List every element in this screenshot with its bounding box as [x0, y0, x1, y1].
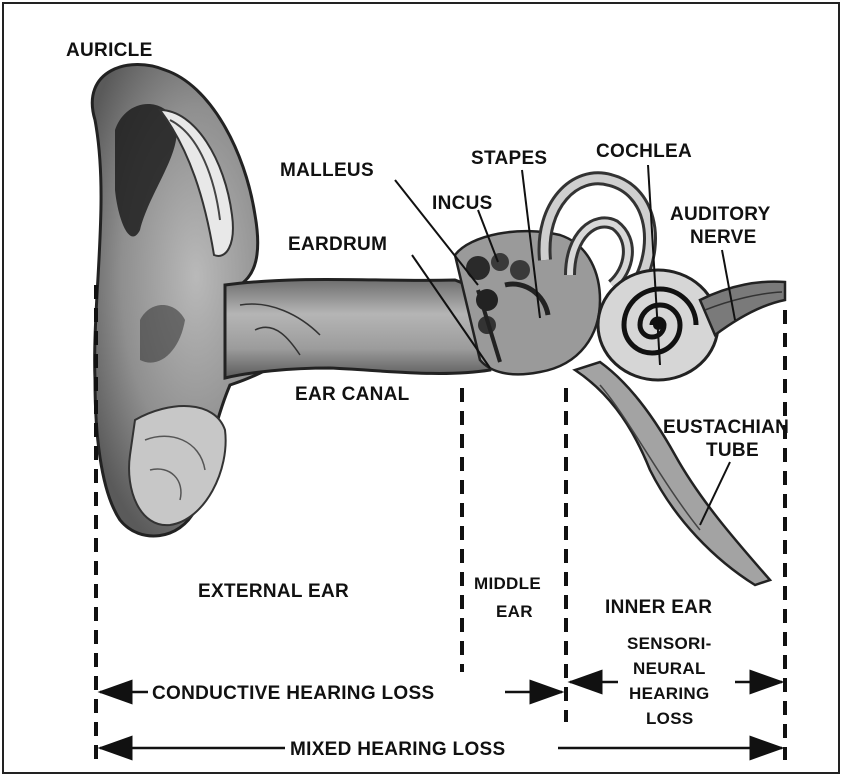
label-sensorineural-line3: HEARING: [629, 684, 710, 703]
label-sensorineural-line1: SENSORI-: [627, 634, 712, 653]
label-sensorineural-line4: LOSS: [646, 709, 694, 728]
label-auricle: AURICLE: [66, 40, 153, 61]
label-middle-ear-line1: MIDDLE: [474, 574, 541, 593]
label-eardrum: EARDRUM: [288, 234, 387, 255]
label-eustachian-line2: TUBE: [706, 440, 759, 461]
label-malleus: MALLEUS: [280, 160, 374, 181]
label-ear-canal: EAR CANAL: [295, 384, 410, 405]
ear-canal-shape: [225, 279, 495, 378]
auditory-nerve-shape: [700, 282, 785, 335]
label-stapes: STAPES: [471, 148, 547, 169]
eustachian-tube-shape: [575, 362, 770, 585]
label-external-ear: EXTERNAL EAR: [198, 581, 349, 602]
label-conductive-hearing-loss: CONDUCTIVE HEARING LOSS: [152, 683, 434, 704]
label-cochlea: COCHLEA: [596, 141, 692, 162]
label-middle-ear-line2: EAR: [496, 602, 533, 621]
label-auditory-line1: AUDITORY: [670, 204, 771, 225]
label-auditory-line2: NERVE: [690, 227, 757, 248]
label-mixed-hearing-loss: MIXED HEARING LOSS: [290, 739, 505, 760]
label-incus: INCUS: [432, 193, 493, 214]
label-eustachian-line1: EUSTACHIAN: [663, 417, 789, 438]
label-inner-ear: INNER EAR: [605, 597, 712, 618]
label-sensorineural-line2: NEURAL: [633, 659, 706, 678]
